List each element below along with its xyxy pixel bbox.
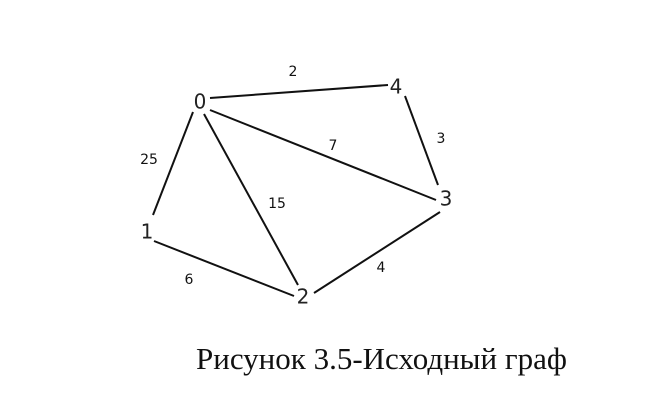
edge-1-2 (153, 240, 295, 297)
figure-caption: Рисунок 3.5-Исходный граф (196, 341, 567, 376)
node-2: 2 (297, 285, 310, 309)
edges-layer (152, 84, 441, 297)
edge-0-2 (203, 113, 299, 286)
node-1: 1 (141, 220, 154, 244)
weights-layer: 2 3 7 25 15 6 4 (140, 64, 445, 288)
edge-0-1 (152, 111, 194, 216)
edge-weight-1-2: 6 (185, 272, 194, 288)
edge-weight-0-1: 25 (140, 152, 158, 168)
node-0: 0 (194, 90, 207, 114)
edge-weight-4-3: 3 (437, 131, 446, 147)
edge-2-3 (313, 211, 441, 294)
node-3: 3 (440, 187, 453, 211)
edge-weight-0-4: 2 (289, 64, 298, 80)
edge-0-4 (209, 84, 389, 99)
edge-weight-0-2: 15 (268, 196, 286, 212)
edge-weight-0-3: 7 (329, 138, 338, 154)
node-4: 4 (390, 75, 403, 99)
edge-0-3 (209, 109, 437, 201)
nodes-layer: 0 1 2 3 4 (141, 75, 453, 309)
edge-weight-2-3: 4 (377, 260, 386, 276)
edge-4-3 (404, 95, 439, 186)
